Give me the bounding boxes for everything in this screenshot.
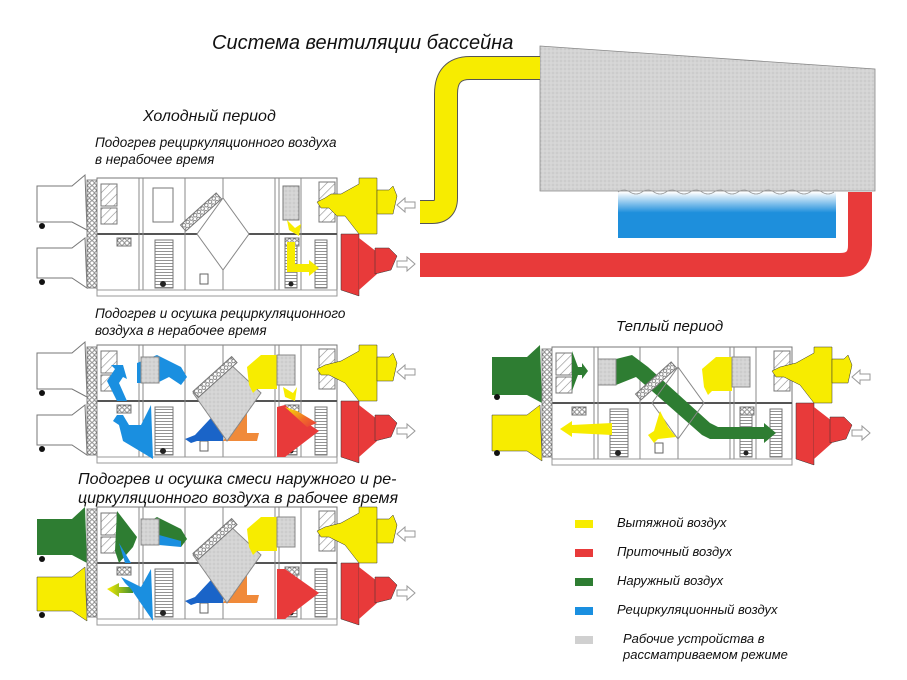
exhaust-flow (560, 421, 612, 437)
exhaust-outlet (36, 566, 88, 622)
outdoor-air-inlet (492, 345, 542, 403)
scheme-2-caption-line: воздуха в нерабочее время (95, 323, 267, 338)
legend-swatch-devices (575, 636, 593, 644)
legend-item-outdoor: Наружный воздух (575, 573, 723, 589)
legend-label-line: Рабочие устройства в (623, 631, 765, 646)
warm-period-ahu (491, 345, 871, 466)
legend-label: Рециркуляционный воздух (617, 602, 778, 617)
scheme-3-ahu (36, 506, 416, 626)
scheme-1-caption-line: Подогрев рециркуляционного воздуха (95, 135, 337, 150)
pool-hall (420, 45, 876, 277)
legend-label: Наружный воздух (617, 573, 724, 588)
scheme-3-caption: Подогрев и осушка смеси наружного и ре- … (78, 470, 398, 508)
legend-swatch-exhaust (575, 520, 593, 528)
diagram-title: Система вентиляции бассейна (212, 32, 514, 54)
exhaust-in-arrow (396, 196, 416, 214)
legend-item-devices: Рабочие устройства в рассматриваемом реж… (575, 631, 788, 663)
heat-exchanger (196, 197, 250, 271)
water-surface (617, 189, 835, 195)
legend-item-supply: Приточный воздух (575, 544, 732, 560)
scheme-1-ahu (36, 173, 416, 297)
exhaust-duct (420, 57, 540, 223)
scheme-2-caption-line: Подогрев и осушка рециркуляционного (95, 306, 346, 321)
legend-swatch-supply (575, 549, 593, 557)
scheme-1-caption-line: в нерабочее время (95, 152, 215, 167)
scheme-3-caption-line: Подогрев и осушка смеси наружного и ре- (78, 471, 397, 488)
legend-swatch-recirculation (575, 607, 593, 615)
active-fan (282, 185, 300, 221)
exhaust-inlet (316, 177, 378, 235)
scheme-2-ahu (36, 340, 416, 464)
legend-swatch-outdoor (575, 578, 593, 586)
exhaust-outlet (491, 404, 543, 462)
outlet-duct (36, 173, 88, 231)
outdoor-air-inlet (37, 507, 87, 563)
legend-label: Приточный воздух (617, 544, 733, 559)
legend-item-exhaust: Вытяжной воздух (575, 515, 727, 531)
pool-hall-room (539, 45, 876, 192)
pool-water (618, 192, 836, 238)
legend-label-line: рассматриваемом режиме (623, 647, 788, 662)
scheme-3-caption-line: циркуляционного воздуха в рабочее время (78, 490, 398, 507)
scheme-2-caption: Подогрев и осушка рециркуляционного возд… (95, 305, 345, 339)
recirc-flow-arrow (287, 242, 319, 276)
warm-period-title: Теплый период (616, 318, 724, 335)
cold-period-title: Холодный период (143, 108, 276, 125)
legend-item-recirculation: Рециркуляционный воздух (575, 602, 778, 618)
legend-label: Рабочие устройства в рассматриваемом реж… (623, 631, 788, 663)
supply-outlet (374, 247, 398, 275)
supply-out-arrow (396, 255, 416, 273)
legend-label: Вытяжной воздух (617, 515, 727, 530)
supply-duct (420, 192, 872, 277)
scheme-1-caption: Подогрев рециркуляционного воздуха в нер… (95, 134, 337, 168)
